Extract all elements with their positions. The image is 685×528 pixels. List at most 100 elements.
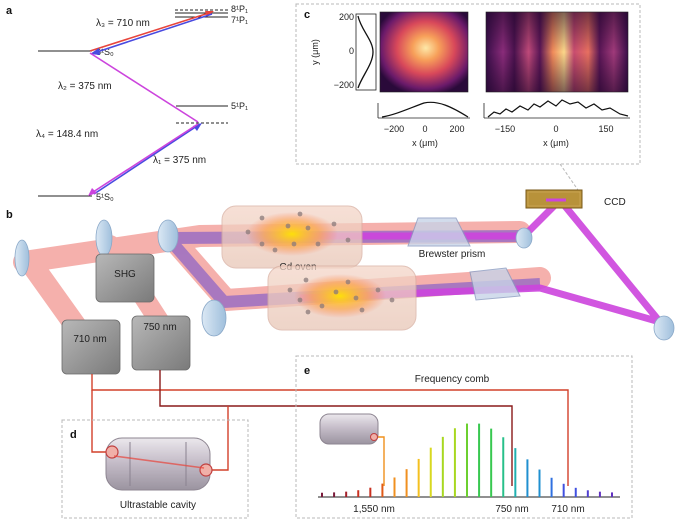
mirror-icon (201, 299, 227, 337)
comb-laser-icon (319, 413, 385, 486)
cavity-caption: Ultrastable cavity (120, 500, 196, 511)
fiber-orange (378, 436, 385, 486)
label-lambda1: λ₁ = 375 nm (153, 155, 206, 166)
label-lambda4: λ₄ = 148.4 nm (36, 129, 98, 140)
label-5s0: 5¹S₀ (96, 192, 114, 202)
panel-d-letter: d (70, 429, 77, 441)
y-tick-200: 200 (339, 12, 354, 22)
mirror-icon (157, 219, 179, 253)
arrowhead-lambda4 (88, 188, 97, 196)
x-tick-left-200: 200 (449, 124, 464, 134)
label-7p1: 7¹P₁ (231, 15, 248, 25)
y-tick-0: 0 (349, 46, 354, 56)
cavity-beam (113, 455, 205, 469)
comb-title: Frequency comb (415, 374, 490, 385)
panel-e: e Frequency comb 1,550 nm 750 nm 710 nm (295, 355, 633, 519)
prism-icon (469, 267, 521, 301)
ccd: CCD (525, 189, 626, 209)
prism-lower (469, 267, 521, 301)
x-tick-left-minus200: −200 (384, 124, 404, 134)
mirror-icon (95, 219, 113, 257)
cavity-body (105, 437, 211, 491)
panel-e-box (295, 355, 633, 519)
comb-laser-port (370, 433, 378, 441)
fibers (91, 370, 569, 486)
panel-c: c 200 0 −200 y (μm) −200 0 200 −150 0 15… (295, 3, 641, 191)
label-lambda3: λ₃ = 710 nm (96, 18, 150, 29)
ccd-chip-inner (527, 191, 581, 207)
arrow-lambda2 (93, 13, 213, 54)
x-profile-right (487, 99, 629, 118)
y-profile-curve (357, 15, 374, 89)
panel-c-box (295, 3, 641, 165)
y-profile-frame (355, 13, 377, 91)
arrowhead-lambda2 (90, 48, 100, 55)
ccd-label: CCD (604, 197, 626, 208)
cavity-mirror-right (199, 463, 213, 477)
cd-oven-upper: Cd oven (221, 205, 363, 273)
energy-level-diagram: a 8¹P₁ 7¹P₁ 6¹S₀ 5¹P₁ 5¹S₀ λ₃ = 710 nm λ… (6, 4, 248, 202)
arrow-lambda4-up (89, 52, 199, 123)
comb-spectrum-icon (318, 423, 620, 498)
label-8p1: 8¹P₁ (231, 4, 248, 14)
panel-c-letter: c (304, 9, 310, 21)
y-axis-label: y (μm) (310, 39, 320, 65)
laser-box-icon (131, 315, 191, 371)
x-tick-right-minus150: −150 (495, 124, 515, 134)
x-tick-left-0: 0 (422, 124, 427, 134)
ccd-image-right-frame (485, 11, 629, 93)
oven-atoms (245, 211, 351, 253)
panel-d: d Ultrastable cavity (61, 419, 249, 519)
oven-glow (294, 274, 386, 318)
ccd-image-left-frame (379, 11, 469, 93)
x-axis-label-right: x (μm) (543, 138, 569, 148)
label-5p1: 5¹P₁ (231, 101, 248, 111)
prism-upper: Brewster prism (407, 217, 486, 260)
x-tick-right-150: 150 (598, 124, 613, 134)
fiber-710-to-cavity (91, 390, 108, 453)
comb-lines (321, 423, 613, 497)
x-tick-right-0: 0 (553, 124, 558, 134)
comb-label-750: 750 nm (495, 504, 528, 515)
ccd-image-left (380, 12, 468, 92)
arrowhead-lambda1 (193, 123, 202, 131)
brewster-prism-label: Brewster prism (419, 249, 486, 260)
ccd-image-right-shade (486, 12, 628, 92)
laser-box-icon (95, 253, 155, 303)
prism-icon (407, 217, 471, 247)
cd-oven-lower (267, 265, 417, 331)
fiber-750-to-comb (159, 370, 513, 486)
comb-label-710: 710 nm (551, 504, 584, 515)
mirrors (14, 219, 675, 341)
x-profile-left (381, 101, 469, 118)
mirror-icon (14, 239, 30, 277)
shg-label: SHG (114, 269, 136, 280)
arrow-lambda3 (89, 11, 213, 52)
oven-atoms (287, 277, 395, 315)
fiber-cavity-out (212, 406, 229, 471)
laser-710-label: 710 nm (73, 334, 106, 345)
fiber-710-to-comb (91, 374, 569, 486)
panel-d-box (61, 419, 249, 519)
laser-710: 710 nm (61, 319, 121, 375)
laser-750-label: 750 nm (143, 322, 176, 333)
arrow-lambda1 (93, 123, 201, 195)
cavity-icon (105, 437, 213, 491)
mirror-icon (653, 315, 675, 341)
laser-box-icon (61, 319, 121, 375)
comb-laser-body (319, 413, 379, 445)
mirror-icon (515, 227, 533, 249)
arrow-lambda4 (89, 123, 199, 195)
laser-750: 750 nm (131, 315, 191, 371)
comb-label-1550: 1,550 nm (353, 504, 395, 515)
panel-e-letter: e (304, 365, 310, 377)
panel-a-letter: a (6, 5, 13, 17)
label-lambda2: λ₂ = 375 nm (58, 81, 112, 92)
y-tick-minus200: −200 (334, 80, 354, 90)
oven-glow (246, 212, 338, 256)
panel-b: b (6, 189, 675, 486)
cavity-mirror-left (105, 445, 119, 459)
panel-c-leader (559, 163, 579, 191)
x-axis-label-left: x (μm) (412, 138, 438, 148)
